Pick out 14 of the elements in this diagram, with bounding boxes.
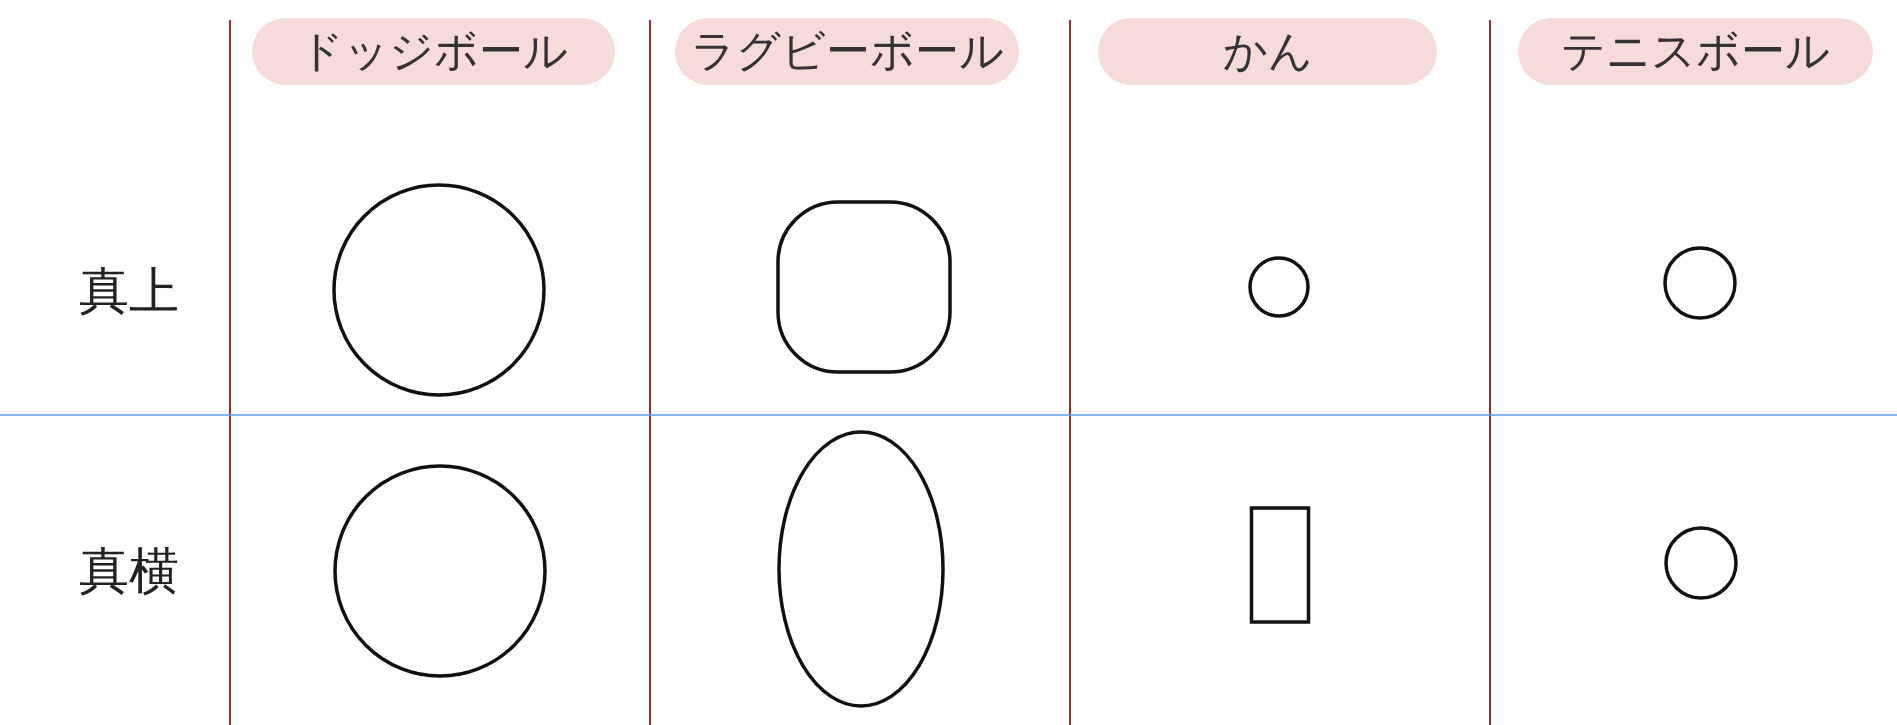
circle-outline — [332, 183, 546, 397]
rectangle-outline — [1249, 506, 1311, 624]
column-header: ドッジボール — [252, 18, 615, 85]
row-label: 真上 — [79, 261, 179, 322]
column-header: テニスボール — [1518, 18, 1873, 85]
column-header: かん — [1098, 18, 1437, 85]
circle-outline — [1248, 256, 1310, 318]
circle-outline — [333, 464, 547, 678]
rounded-square-outline — [776, 200, 952, 374]
circle-outline — [1663, 246, 1737, 320]
ellipse-outline — [777, 430, 945, 708]
circle-outline — [1664, 526, 1738, 600]
column-header: ラグビーボール — [675, 18, 1019, 85]
row-label: 真横 — [79, 541, 179, 602]
